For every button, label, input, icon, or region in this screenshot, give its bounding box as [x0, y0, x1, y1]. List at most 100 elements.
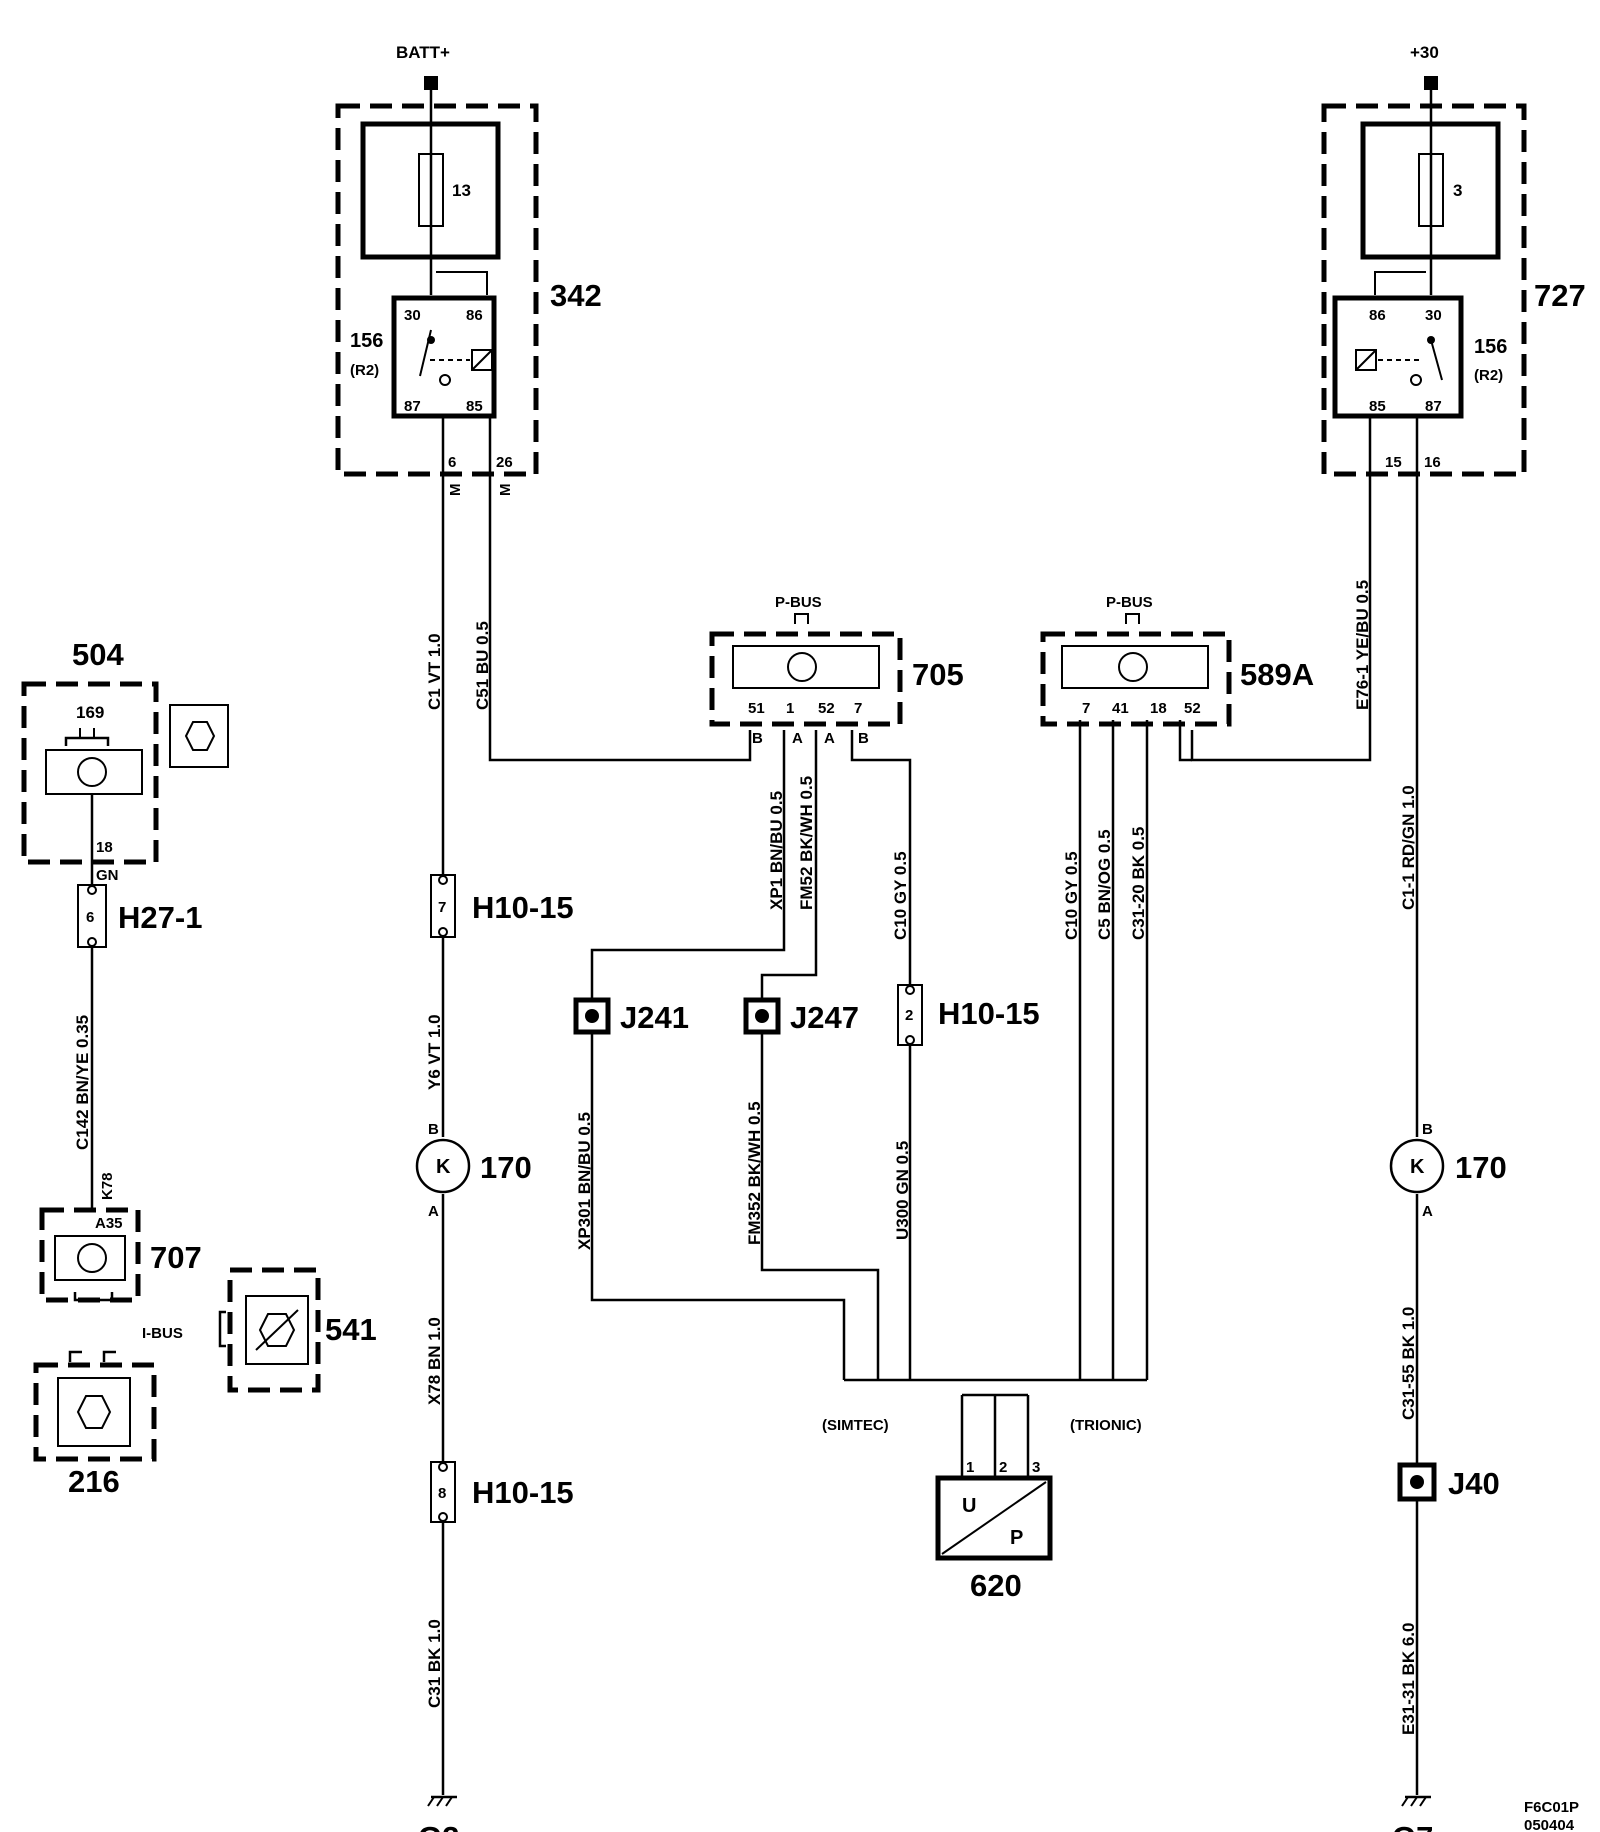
wire-c1-label: C1 VT 1.0 — [425, 633, 444, 710]
h10-top-label: H10-15 — [472, 890, 574, 925]
module-541-label: 541 — [325, 1312, 377, 1347]
relay-727-label: 727 — [1534, 278, 1586, 313]
module-705-body — [732, 645, 880, 689]
m705-letter-a2: A — [824, 730, 835, 747]
m589a-pin-41: 41 — [1112, 700, 1129, 717]
relay-right-pin-85: 85 — [1369, 398, 1386, 415]
figure-code-line1: F6C01P — [1524, 1799, 1579, 1816]
relay-left-out-6: 6 — [448, 454, 456, 471]
wire-c31-20-label: C31-20 BK 0.5 — [1129, 827, 1148, 940]
relay-right-number: 156 — [1474, 336, 1507, 358]
relay-left-m1: M — [447, 484, 464, 497]
wire-e76-1-label: E76-1 YE/BU 0.5 — [1353, 580, 1372, 710]
wire-xp301-label: XP301 BN/BU 0.5 — [575, 1112, 594, 1250]
module-generic-icon-box — [169, 704, 229, 768]
m705-pin-52: 52 — [818, 700, 835, 717]
sensor-left-k: K — [436, 1156, 451, 1178]
module-216-box — [33, 1362, 157, 1462]
h27-label: H27-1 — [118, 900, 202, 935]
m705-pin-7: 7 — [854, 700, 862, 717]
module-707-k78: K78 — [99, 1172, 116, 1200]
relay-left-pin-30: 30 — [404, 307, 421, 324]
ibus-label: I-BUS — [142, 1325, 183, 1342]
wire-e31-31-label: E31-31 BK 6.0 — [1399, 1623, 1418, 1735]
ground-g2-symbol — [427, 1795, 457, 1807]
m705-letter-b1: B — [752, 730, 763, 747]
u620-p: P — [1010, 1527, 1023, 1549]
module-216-body — [57, 1377, 131, 1447]
u620-pin-1: 1 — [966, 1459, 974, 1476]
m705-letter-a1: A — [792, 730, 803, 747]
h10-mid-label: H10-15 — [938, 996, 1040, 1031]
module-707-body — [54, 1235, 126, 1281]
module-504-body — [45, 749, 143, 795]
unit-620-label: 620 — [970, 1568, 1022, 1603]
fuse-box-13 — [360, 121, 501, 260]
module-707-transistor-icon — [77, 1243, 107, 1273]
wire-c31-label: C31 BK 1.0 — [425, 1619, 444, 1708]
module-707-box — [39, 1207, 141, 1303]
relay-left-code: (R2) — [350, 362, 379, 379]
relay-right-pin-86: 86 — [1369, 307, 1386, 324]
relay-left-number: 156 — [350, 330, 383, 352]
hexagon-crossed-icon — [258, 1313, 296, 1347]
module-589a-body — [1061, 645, 1209, 689]
batt-label: BATT+ — [396, 43, 450, 62]
sensor-170-left — [415, 1138, 471, 1194]
hexagon-icon-216 — [76, 1395, 112, 1429]
module-541-box — [227, 1267, 321, 1393]
u620-pin-2: 2 — [999, 1459, 1007, 1476]
module-705-bus: P-BUS — [775, 594, 822, 611]
sensor-170-right-label: 170 — [1455, 1150, 1507, 1185]
module-589a-transistor-icon — [1118, 652, 1148, 682]
relay-group-727: +30 3 86 30 85 87 156 (R2) 727 15 16 — [1321, 43, 1586, 477]
fuse-13 — [418, 153, 444, 227]
sensor-right-k: K — [1410, 1156, 1425, 1178]
relay-left-pin-87: 87 — [404, 398, 421, 415]
module-504-label: 504 — [72, 637, 124, 672]
module-705-transistor-icon — [787, 652, 817, 682]
module-541-body — [245, 1295, 309, 1365]
ground-g7-symbol — [1401, 1795, 1431, 1807]
sensor-170-left-label: 170 — [480, 1150, 532, 1185]
module-707-label: 707 — [150, 1240, 202, 1275]
trionic-label: (TRIONIC) — [1070, 1417, 1142, 1434]
module-705-label: 705 — [912, 657, 964, 692]
wire-c5-label: C5 BN/OG 0.5 — [1095, 829, 1114, 940]
ground-g7-label: G7 — [1392, 1820, 1433, 1832]
module-707-a35: A35 — [95, 1215, 123, 1232]
wire-fm52-label: FM52 BK/WH 0.5 — [797, 776, 816, 910]
fuse-3 — [1418, 153, 1444, 227]
module-504-pin: 18 — [96, 839, 113, 856]
h10-mid-pin: 2 — [905, 1007, 913, 1024]
sensor-170-right — [1389, 1138, 1445, 1194]
relay-right-out-15: 15 — [1385, 454, 1402, 471]
hexagon-icon — [184, 721, 216, 751]
wire-x78-label: X78 BN 1.0 — [425, 1317, 444, 1405]
module-504-num: 169 — [76, 703, 104, 722]
figure-code-line2: 050404 — [1524, 1817, 1575, 1832]
wire-fm352-label: FM352 BK/WH 0.5 — [745, 1101, 764, 1245]
m589a-pin-7: 7 — [1082, 700, 1090, 717]
k30-terminal — [1424, 76, 1438, 90]
relay-left-out-26: 26 — [496, 454, 513, 471]
relay-left-pin-86: 86 — [466, 307, 483, 324]
relay-right-pin-87: 87 — [1425, 398, 1442, 415]
junction-j40-label: J40 — [1448, 1466, 1500, 1501]
module-705-box — [709, 631, 903, 727]
relay-right-out-16: 16 — [1424, 454, 1441, 471]
wire-xp1-label: XP1 BN/BU 0.5 — [767, 791, 786, 910]
wire-c10-a-label: C10 GY 0.5 — [891, 851, 910, 940]
relay-right-pin-30: 30 — [1425, 307, 1442, 324]
module-589a-label: 589A — [1240, 657, 1314, 692]
wire-y6-label: Y6 VT 1.0 — [425, 1014, 444, 1090]
relay-box-727 — [1321, 103, 1527, 477]
wire-u300-label: U300 GN 0.5 — [893, 1141, 912, 1240]
h10-bottom-label: H10-15 — [472, 1475, 574, 1510]
relay-left-m2: M — [497, 484, 514, 497]
h27-pin: 6 — [86, 909, 94, 926]
m705-letter-b2: B — [858, 730, 869, 747]
pressure-sensor-620 — [935, 1475, 1053, 1561]
m589a-pin-52: 52 — [1184, 700, 1201, 717]
